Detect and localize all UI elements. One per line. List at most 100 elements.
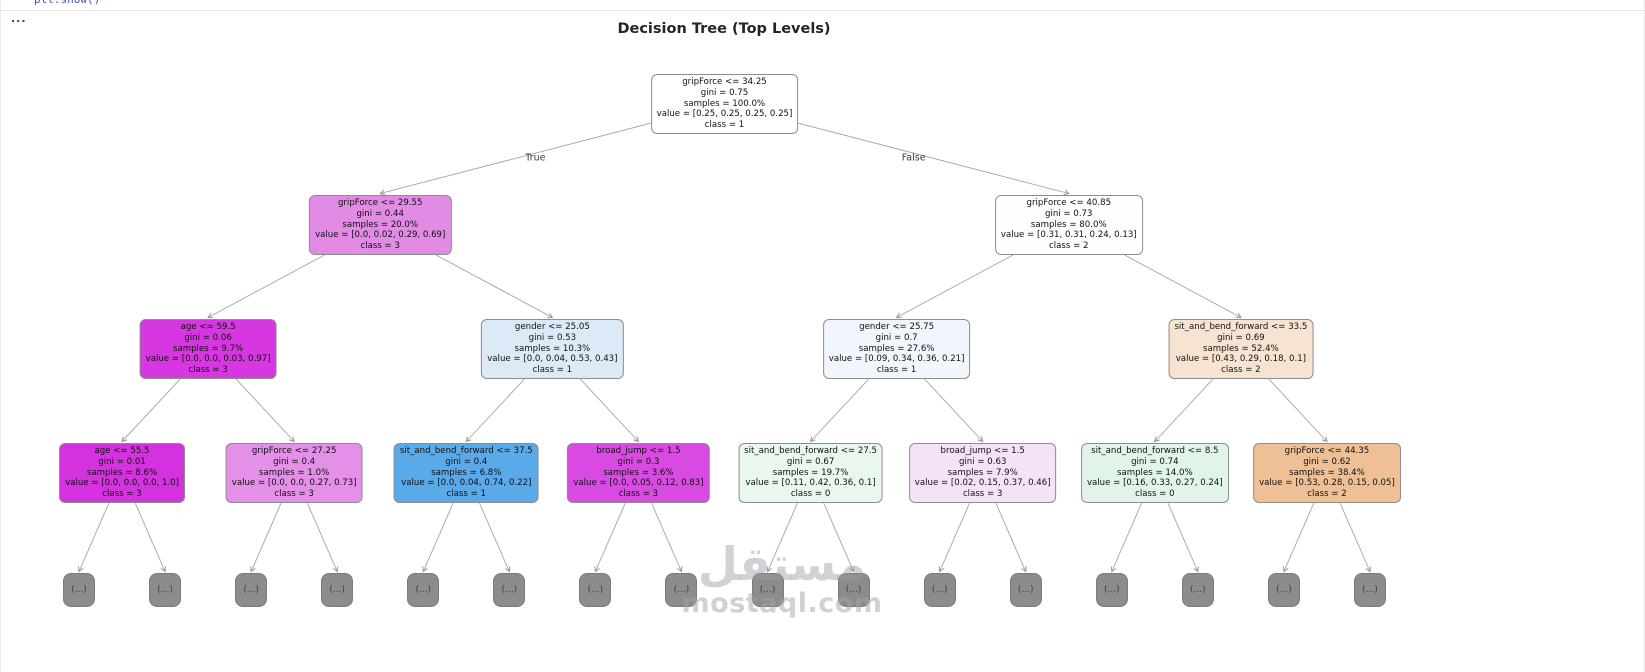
node-text-line: value = [0.09, 0.34, 0.36, 0.21] bbox=[828, 354, 965, 365]
node-text-line: gini = 0.06 bbox=[184, 332, 232, 343]
collapsed-output-ellipsis[interactable]: ... bbox=[11, 12, 27, 25]
node-text-line: sit_and_bend_forward <= 27.5 bbox=[744, 446, 878, 456]
node-text-line: samples = 8.6% bbox=[86, 467, 158, 478]
leaf-label: (...) bbox=[1190, 585, 1206, 595]
leaf-label: (...) bbox=[1017, 585, 1034, 595]
node-text-line: gini = 0.4 bbox=[273, 456, 316, 467]
node-text-line: sit_and_bend_forward <= 8.5 bbox=[1091, 446, 1219, 456]
node-text-line: broad_jump <= 1.5 bbox=[940, 446, 1025, 456]
leaf-label: (...) bbox=[71, 585, 87, 595]
node-text-line: gripForce <= 29.55 bbox=[337, 198, 423, 208]
node-text-line: samples = 80.0% bbox=[1030, 219, 1107, 230]
collapsed-leaf-15: (...) bbox=[1354, 573, 1386, 607]
node-text-line: samples = 1.0% bbox=[259, 467, 330, 478]
leaf-label: (...) bbox=[329, 585, 345, 595]
node-text-line: class = 3 bbox=[962, 489, 1003, 500]
node-text-line: gini = 0.53 bbox=[528, 332, 577, 343]
node-text-line: class = 0 bbox=[1135, 489, 1175, 500]
node-text-line: gender <= 25.05 bbox=[514, 322, 590, 332]
collapsed-leaf-11: (...) bbox=[1009, 573, 1042, 607]
leaf-label: (...) bbox=[845, 585, 862, 595]
node-text-line: class = 3 bbox=[274, 489, 314, 500]
collapsed-leaf-4: (...) bbox=[407, 573, 440, 607]
node-text-line: value = [0.0, 0.0, 0.27, 0.73] bbox=[231, 478, 357, 489]
node-text-line: gini = 0.44 bbox=[356, 208, 404, 219]
collapsed-leaf-0: (...) bbox=[63, 573, 95, 607]
node-text-line: value = [0.0, 0.02, 0.29, 0.69] bbox=[315, 230, 446, 241]
node-text-line: class = 1 bbox=[876, 365, 917, 376]
node-text-line: samples = 6.8% bbox=[431, 467, 502, 478]
collapsed-leaf-14: (...) bbox=[1267, 573, 1300, 607]
node-text-line: samples = 100.0% bbox=[683, 98, 766, 109]
node-text-line: value = [0.0, 0.0, 0.0, 1.0] bbox=[65, 478, 179, 489]
figure-title: Decision Tree (Top Levels) bbox=[617, 21, 831, 37]
clipped-code-line: plt.show() bbox=[34, 0, 100, 6]
node-text-line: value = [0.43, 0.29, 0.18, 0.1] bbox=[1175, 354, 1307, 365]
node-text-line: value = [0.0, 0.0, 0.03, 0.97] bbox=[145, 354, 271, 365]
node-text-line: class = 0 bbox=[790, 489, 831, 500]
node-text-line: class = 1 bbox=[532, 365, 573, 376]
node-text-line: samples = 38.4% bbox=[1289, 467, 1365, 478]
node-text-line: gini = 0.62 bbox=[1303, 456, 1351, 467]
node-text-line: broad_jump <= 1.5 bbox=[596, 446, 681, 456]
node-text-line: age <= 55.5 bbox=[94, 446, 150, 456]
collapsed-leaf-8: (...) bbox=[751, 573, 784, 607]
node-text-line: class = 3 bbox=[618, 489, 659, 500]
node-text-line: class = 3 bbox=[102, 489, 142, 500]
node-text-line: gini = 0.67 bbox=[786, 456, 835, 467]
collapsed-leaf-13: (...) bbox=[1181, 573, 1214, 607]
leaf-label: (...) bbox=[501, 585, 518, 595]
node-text-line: value = [0.0, 0.05, 0.12, 0.83] bbox=[573, 478, 704, 489]
node-text-line: value = [0.0, 0.04, 0.74, 0.22] bbox=[401, 478, 532, 489]
node-text-line: gini = 0.74 bbox=[1131, 456, 1179, 467]
node-text-line: gripForce <= 34.25 bbox=[682, 77, 767, 87]
code-text: plt.show() bbox=[34, 0, 100, 6]
leaf-label: (...) bbox=[1103, 585, 1120, 595]
node-text-line: class = 1 bbox=[704, 120, 745, 131]
collapsed-leaf-10: (...) bbox=[923, 573, 956, 607]
node-text-line: gripForce <= 27.25 bbox=[251, 446, 337, 456]
node-text-line: sit_and_bend_forward <= 37.5 bbox=[399, 446, 533, 456]
collapsed-leaf-6: (...) bbox=[579, 573, 612, 607]
node-text-line: gini = 0.73 bbox=[1045, 208, 1093, 219]
node-text-line: value = [0.02, 0.15, 0.37, 0.46] bbox=[914, 478, 1051, 489]
node-text-line: value = [0.25, 0.25, 0.25, 0.25] bbox=[656, 109, 793, 120]
node-text-line: value = [0.0, 0.04, 0.53, 0.43] bbox=[487, 354, 618, 365]
node-text-line: gini = 0.4 bbox=[445, 456, 488, 467]
cell-divider bbox=[1, 10, 1644, 11]
node-text-line: samples = 27.6% bbox=[858, 343, 935, 354]
node-text-line: class = 2 bbox=[1307, 489, 1347, 500]
node-text-line: gripForce <= 44.35 bbox=[1284, 446, 1370, 456]
node-text-line: class = 3 bbox=[188, 365, 228, 376]
node-text-line: samples = 52.4% bbox=[1203, 343, 1279, 354]
node-text-line: samples = 3.6% bbox=[603, 467, 674, 478]
node-text-line: gender <= 25.75 bbox=[859, 322, 935, 332]
node-text-line: value = [0.16, 0.33, 0.27, 0.24] bbox=[1086, 478, 1223, 489]
node-text-line: value = [0.31, 0.31, 0.24, 0.13] bbox=[1000, 230, 1137, 241]
node-text-line: class = 3 bbox=[360, 241, 400, 252]
leaf-label: (...) bbox=[759, 585, 776, 595]
node-text-line: gripForce <= 40.85 bbox=[1026, 198, 1112, 208]
collapsed-leaf-2: (...) bbox=[235, 573, 268, 607]
leaf-label: (...) bbox=[157, 585, 173, 595]
leaf-label: (...) bbox=[415, 585, 432, 595]
node-text-line: gini = 0.75 bbox=[700, 87, 749, 98]
node-text-line: value = [0.53, 0.28, 0.15, 0.05] bbox=[1259, 478, 1395, 489]
collapsed-leaf-3: (...) bbox=[321, 573, 354, 607]
leaf-label: (...) bbox=[931, 585, 948, 595]
